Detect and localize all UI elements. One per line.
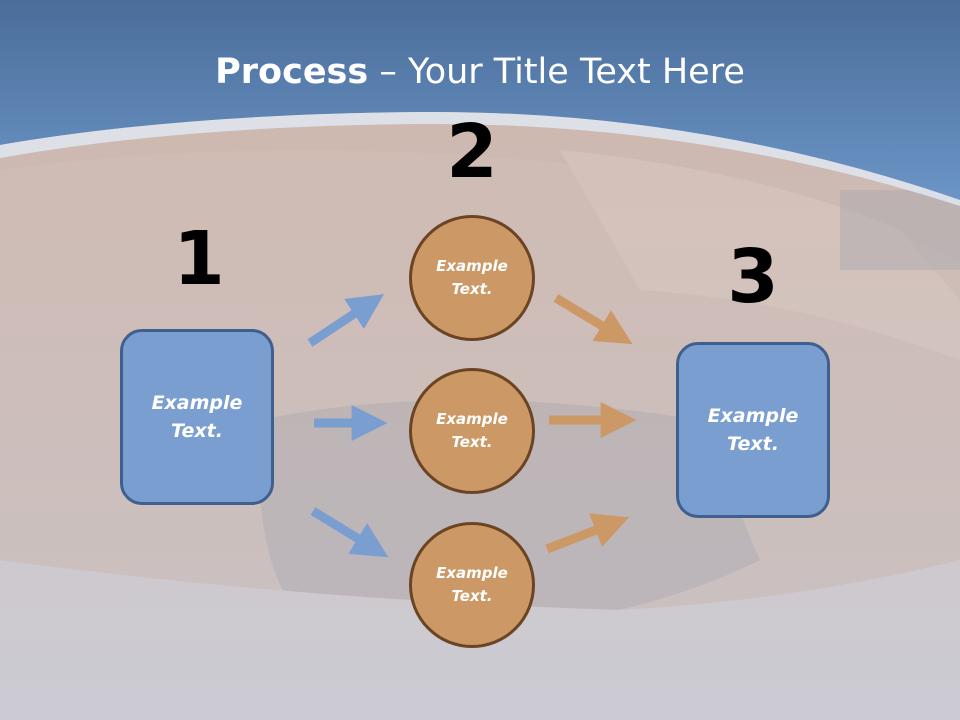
- step-number-3: 3: [727, 234, 779, 320]
- circle-bottom: Example Text.: [409, 522, 535, 648]
- arrow-bottom-to-right: [545, 513, 630, 554]
- step-number-2: 2: [446, 109, 498, 195]
- circle-bottom-text: Example Text.: [436, 563, 508, 605]
- left-step-text: Example Text.: [151, 391, 243, 443]
- step-number-1: 1: [173, 216, 225, 302]
- circle-middle-text: Example Text.: [436, 409, 508, 451]
- arrow-left-to-bottom: [310, 507, 389, 558]
- circle-top-text: Example Text.: [436, 256, 508, 298]
- right-step-box: Example Text.: [676, 342, 830, 518]
- arrow-left-to-top: [307, 294, 385, 347]
- left-step-box: Example Text.: [120, 329, 274, 505]
- title-rest: – Your Title Text Here: [368, 52, 745, 92]
- right-step-text: Example Text.: [707, 404, 799, 456]
- title-bold: Process: [215, 52, 369, 92]
- arrow-top-to-right: [553, 294, 633, 345]
- slide-title: Process – Your Title Text Here: [0, 52, 960, 92]
- circle-top: Example Text.: [409, 215, 535, 341]
- circle-middle: Example Text.: [409, 368, 535, 494]
